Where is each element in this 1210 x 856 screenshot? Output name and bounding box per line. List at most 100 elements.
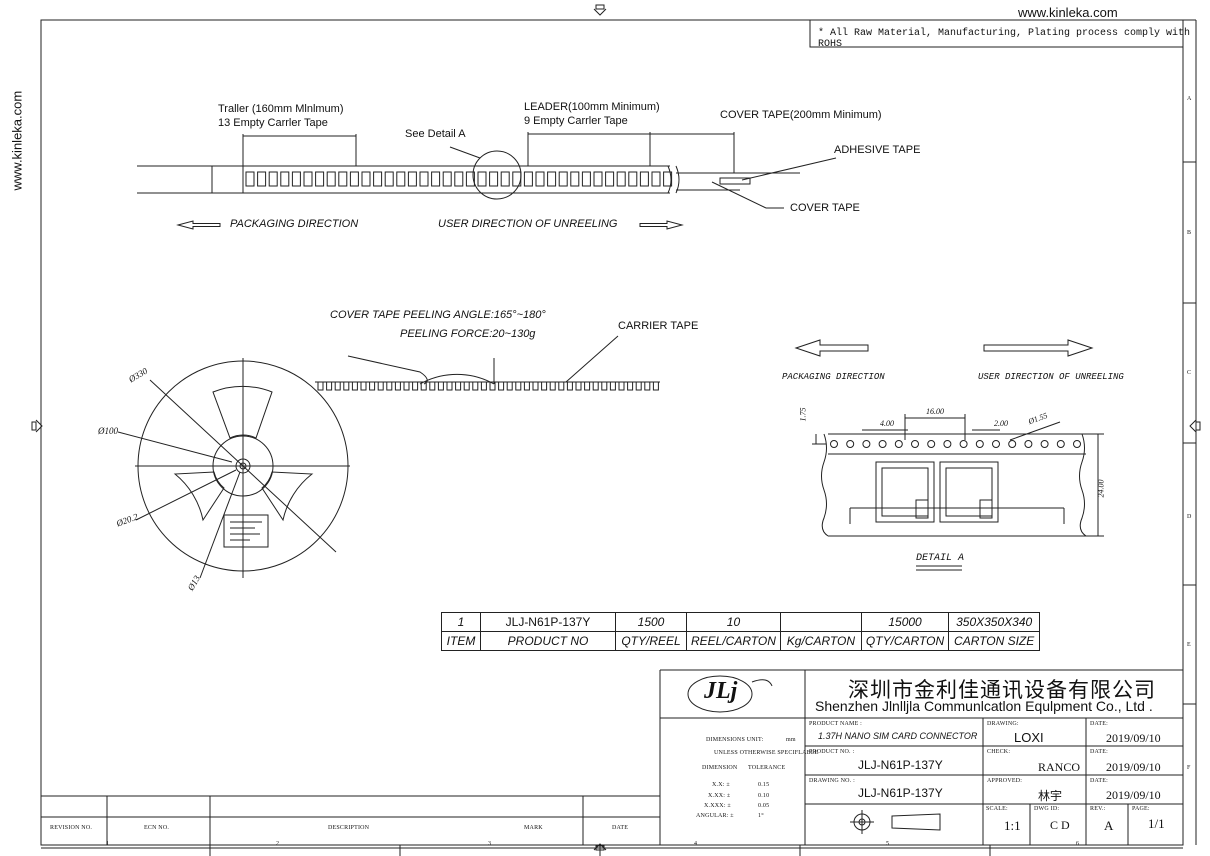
tape-pocket [628, 171, 638, 187]
company-name-cn: 深圳市金利佳通讯设备有限公司 [848, 678, 1156, 702]
detail-user-direction: USER DIRECTION OF UNREELING [978, 372, 1124, 382]
packaging-direction-label: PACKAGING DIRECTION [230, 218, 359, 230]
tape-pocket [593, 171, 603, 187]
dims-unit-label: DIMENSIONS UNIT: [706, 737, 764, 743]
tape-pocket [442, 171, 452, 187]
dimension-label: DIMENSION [702, 765, 738, 771]
sprocket-hole [1056, 440, 1065, 448]
tol-row-1-val: 0.15 [758, 782, 770, 788]
tape-pocket [605, 171, 615, 187]
reel-tape-pocket [489, 381, 496, 391]
reel-tape-pocket [360, 381, 367, 391]
sprocket-hole [830, 440, 838, 448]
cover-tape-min-label: COVER TAPE(200mm Minimum) [720, 109, 882, 121]
sprocket-hole [878, 440, 887, 448]
zone-e: E [1187, 642, 1191, 648]
sprocket-hole [943, 440, 952, 448]
tol-row-3: X.XXX: ± [704, 803, 731, 809]
zone-3: 3 [488, 841, 492, 847]
reel-tape-pocket [498, 381, 505, 391]
reel-tape-pocket [627, 381, 634, 391]
reel-tape-pocket [618, 381, 625, 391]
tolerance-label: TOLERANCE [748, 765, 786, 771]
tape-pocket [489, 171, 499, 187]
rev-label: REV.: [1090, 806, 1106, 812]
cover-tape-label: COVER TAPE [790, 202, 860, 214]
mark-label: MARK [524, 825, 543, 831]
drawing-no: JLJ-N61P-137Y [858, 786, 943, 800]
tape-pocket [245, 171, 255, 187]
site-url[interactable]: www.kinleka.com [1018, 5, 1118, 20]
tol-row-3-val: 0.05 [758, 803, 770, 809]
table-header: QTY/REEL [615, 631, 687, 651]
table-cell: 15000 [860, 612, 950, 632]
zone-2: 2 [276, 841, 280, 847]
zone-f: F [1187, 765, 1191, 771]
date-3: 2019/09/10 [1106, 788, 1161, 802]
tape-pocket [315, 171, 325, 187]
page: 1/1 [1148, 816, 1165, 831]
reel-tape-pocket [412, 381, 419, 391]
sprocket-hole [1024, 440, 1033, 448]
product-no-label: PRODUCT NO. : [809, 749, 855, 755]
tape-pocket [338, 171, 348, 187]
reel-tape-pocket [601, 381, 608, 391]
zone-d: D [1187, 514, 1192, 520]
tape-pocket [558, 171, 568, 187]
see-detail-label: See Detail A [405, 128, 466, 140]
tape-pocket [523, 171, 533, 187]
reel-tape-pocket [506, 381, 513, 391]
sprocket-hole [846, 440, 855, 448]
drawing-label: DRAWING: [987, 721, 1019, 727]
company-name-en: Shenzhen Jlnlljla Communlcatlon Equlpmen… [815, 698, 1153, 714]
sprocket-hole [927, 440, 936, 448]
reel-tape-pocket [455, 381, 462, 391]
tape-pocket [280, 171, 290, 187]
scale: 1:1 [1004, 818, 1021, 833]
reel-tape-pocket [549, 381, 556, 391]
reel-tape-pocket [523, 381, 530, 391]
tol-row-4: ANGULAR: ± [696, 813, 734, 819]
detail-a-title: DETAIL A [916, 553, 965, 564]
unless-label: UNLESS OTHERWISE SPECIFLABLE [714, 750, 819, 756]
sprocket-hole [1040, 440, 1049, 448]
tape-pocket [547, 171, 557, 187]
peel-force-label: PEELING FORCE:20~130g [400, 328, 536, 340]
date-2: 2019/09/10 [1106, 760, 1161, 774]
dim-4: 4.00 [880, 419, 894, 428]
check-label: CHECK: [987, 749, 1011, 755]
date-label-3: DATE: [1090, 778, 1108, 784]
reel-tape-pocket [351, 381, 358, 391]
ecn-no-label: ECN NO. [144, 825, 170, 831]
tape-pocket [454, 171, 464, 187]
trailer-label-1: Traller (160mm Mlnlmum) [218, 103, 344, 115]
tape-pocket [268, 171, 278, 187]
sprocket-hole [992, 440, 1000, 448]
drawing-by: LOXI [1014, 730, 1044, 745]
table-header: PRODUCT NO [480, 631, 616, 651]
tape-pocket [663, 171, 673, 187]
dwg-id-label: DWG ID: [1034, 806, 1060, 812]
dim-d100: Ø100 [98, 426, 118, 436]
carrier-tape-label: CARRIER TAPE [618, 320, 699, 332]
reel-tape-pocket [558, 381, 565, 391]
reel-tape-pocket [644, 381, 651, 391]
reel-tape-pocket [317, 381, 324, 391]
tape-pocket [257, 171, 267, 187]
reel-tape-pocket [541, 381, 548, 391]
reel-tape-pocket [609, 381, 616, 391]
zone-5: 5 [886, 841, 890, 847]
table-header: REEL/CARTON [686, 631, 781, 651]
sprocket-hole [911, 440, 919, 448]
tol-row-2: X.XX: ± [708, 793, 731, 799]
reel-tape-pocket [429, 381, 436, 391]
tape-pocket [639, 171, 649, 187]
tape-strip-diagram [137, 132, 837, 230]
tape-pocket [326, 171, 336, 187]
dim-16: 16.00 [926, 407, 944, 416]
reel-tape-pocket [463, 381, 470, 391]
zone-c: C [1187, 370, 1192, 376]
trailer-label-2: 13 Empty Carrler Tape [218, 117, 328, 129]
reel-tape-pocket [343, 381, 350, 391]
tape-pocket [291, 171, 301, 187]
